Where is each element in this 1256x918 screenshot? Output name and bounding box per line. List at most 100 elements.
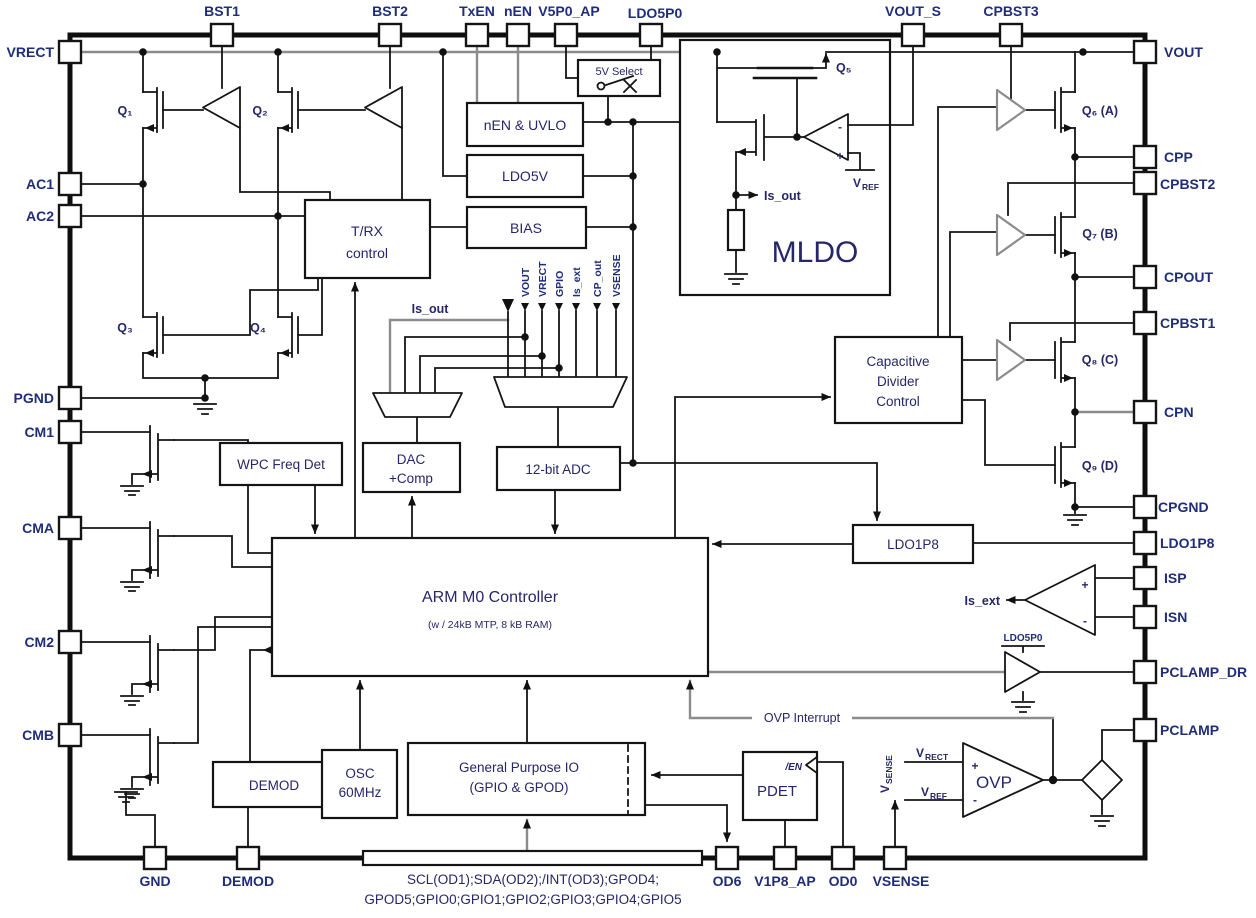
is-out-mldo-label: Is_out (764, 189, 802, 203)
transistor-q9 (1054, 442, 1076, 488)
is-ext-label: Is_ext (965, 594, 1001, 608)
pin-label-vsense: VSENSE (873, 873, 930, 889)
is-ext-comparator (1024, 564, 1096, 636)
dac-comp-block (361, 441, 462, 494)
5v-select-switch-icon (596, 74, 638, 94)
bias-label: BIAS (510, 220, 542, 236)
svg-text:V: V (921, 785, 929, 799)
pin-label-v1p8-ap: V1P8_AP (754, 873, 815, 889)
pin-cpgnd (1132, 494, 1158, 520)
pin-txen (464, 22, 490, 48)
wires-is-ext (1006, 577, 1135, 618)
pin-cpout (1132, 264, 1158, 290)
pin-label-ldo5p0: LDO5P0 (628, 5, 683, 21)
pin-label-vout-s: VOUT_S (885, 3, 941, 19)
pin-label-ac1: AC1 (26, 176, 54, 192)
ldo5v-label: LDO5V (502, 168, 549, 184)
pin-label-cma: CMA (22, 520, 54, 536)
transistor-cm1 (120, 425, 175, 496)
wires-cm (80, 431, 273, 744)
mldo-amp-minus: - (838, 120, 842, 134)
ldo5v-block (465, 153, 585, 199)
pin-label-vout: VOUT (1164, 44, 1203, 60)
transistor-labels: Q₁ Q₂ Q₃ Q₄ Q₅ Q₆ (A) Q₇ (B) Q₈ (C) Q₉ (… (117, 61, 1118, 473)
pin-label-isp: ISP (1164, 570, 1187, 586)
pin-label-txen: TxEN (459, 3, 495, 19)
pin-pclamp (1132, 717, 1158, 743)
pin-label-cpbst1: CPBST1 (1160, 315, 1215, 331)
pin-label-bst2: BST2 (372, 3, 408, 19)
ovp-interrupt-label: OVP Interrupt (764, 711, 841, 725)
cap-divider-control-block (833, 335, 964, 425)
transistor-q2 (277, 87, 299, 133)
trx-label-1: T/RX (351, 223, 384, 239)
pdet-label: PDET (757, 783, 797, 800)
pin-isp (1132, 565, 1158, 591)
pin-label-cm2: CM2 (24, 634, 54, 650)
ground-pgnd (193, 403, 217, 415)
ovp-minus: - (973, 793, 977, 807)
q3-label: Q₃ (117, 321, 133, 335)
wires-ovp (686, 679, 1135, 815)
pin-cma (57, 515, 83, 541)
wires-right-power-stage (937, 45, 1136, 514)
transistor-cma (120, 521, 175, 592)
mux-in-vout: VOUT (520, 267, 532, 297)
pin-label-od0: OD0 (829, 873, 858, 889)
q5-label: Q₅ (836, 61, 852, 75)
pin-cm1 (57, 419, 83, 445)
ovp-comparator (962, 742, 1044, 818)
pin-label-ldo1p8: LDO1P8 (1160, 535, 1215, 551)
ldo5p0-rail-label: LDO5P0 (1004, 633, 1043, 644)
pin-cpbst2 (1132, 170, 1158, 196)
pin-vsense (882, 845, 908, 871)
isext-minus: - (1083, 614, 1087, 628)
clamp-current-source (1081, 759, 1123, 801)
pin-vrect (57, 39, 83, 65)
mux-in-gpio: GPIO (554, 271, 566, 297)
trx-label-2: control (346, 245, 388, 261)
pclamp-buffer (1004, 651, 1041, 693)
block-labels: T/RX control nEN & UVLO LDO5V BIAS 5V Se… (237, 66, 939, 800)
transistor-q3 (142, 312, 164, 358)
pin-label-pgnd: PGND (14, 390, 54, 406)
gate-driver-q1 (202, 86, 241, 129)
pin-od0 (830, 845, 856, 871)
q8-label: Q₈ (C) (1082, 353, 1118, 367)
gpio-block (406, 741, 647, 817)
isext-plus: + (1081, 578, 1088, 592)
5v-select-block (576, 58, 662, 98)
ground-cpgnd (1063, 514, 1087, 526)
5v-select-label: 5V Select (595, 66, 642, 78)
svg-text:SENSE: SENSE (884, 755, 894, 784)
gate-driver-q6 (995, 88, 1027, 132)
pin-od6 (714, 845, 740, 871)
dac-label-1: DAC (397, 452, 426, 467)
capdiv-label-2: Divider (877, 374, 920, 389)
pin-cpbst3 (998, 22, 1024, 48)
wires-pclamp-dr (706, 645, 1135, 701)
transistor-q4 (277, 312, 299, 358)
mux-input-labels: VOUT VRECT GPIO Is_ext CP_out VSENSE (520, 254, 623, 297)
pin-gnd (142, 845, 168, 871)
svg-text:RECT: RECT (925, 752, 949, 762)
pin-ldo5p0 (638, 22, 664, 48)
ldo1p8-label: LDO1P8 (887, 537, 939, 552)
pin-vout-s (900, 22, 926, 48)
mux-in-vsense: VSENSE (611, 254, 623, 297)
gate-driver-q7 (995, 213, 1027, 257)
vsense-rotated-label: VSENSE (878, 755, 894, 793)
pin-cm2 (57, 629, 83, 655)
svg-text:V: V (878, 785, 892, 793)
mux-in-vrect: VRECT (537, 261, 549, 297)
pin-ac1 (57, 171, 83, 197)
pin-label-gnd: GND (139, 873, 170, 889)
bus-label-line1: SCL(OD1);SDA(OD2);/INT(OD3);GPOD4; (407, 872, 659, 887)
bus-label-line2: GPOD5;GPIO0;GPIO1;GPIO2;GPIO3;GPIO4;GPIO… (364, 892, 681, 907)
svg-text:REF: REF (862, 182, 879, 192)
gpio-label-2: (GPIO & GPOD) (469, 780, 568, 795)
transistor-q1 (142, 87, 164, 133)
pin-bst2 (377, 22, 403, 48)
junction-dots (139, 48, 1087, 785)
